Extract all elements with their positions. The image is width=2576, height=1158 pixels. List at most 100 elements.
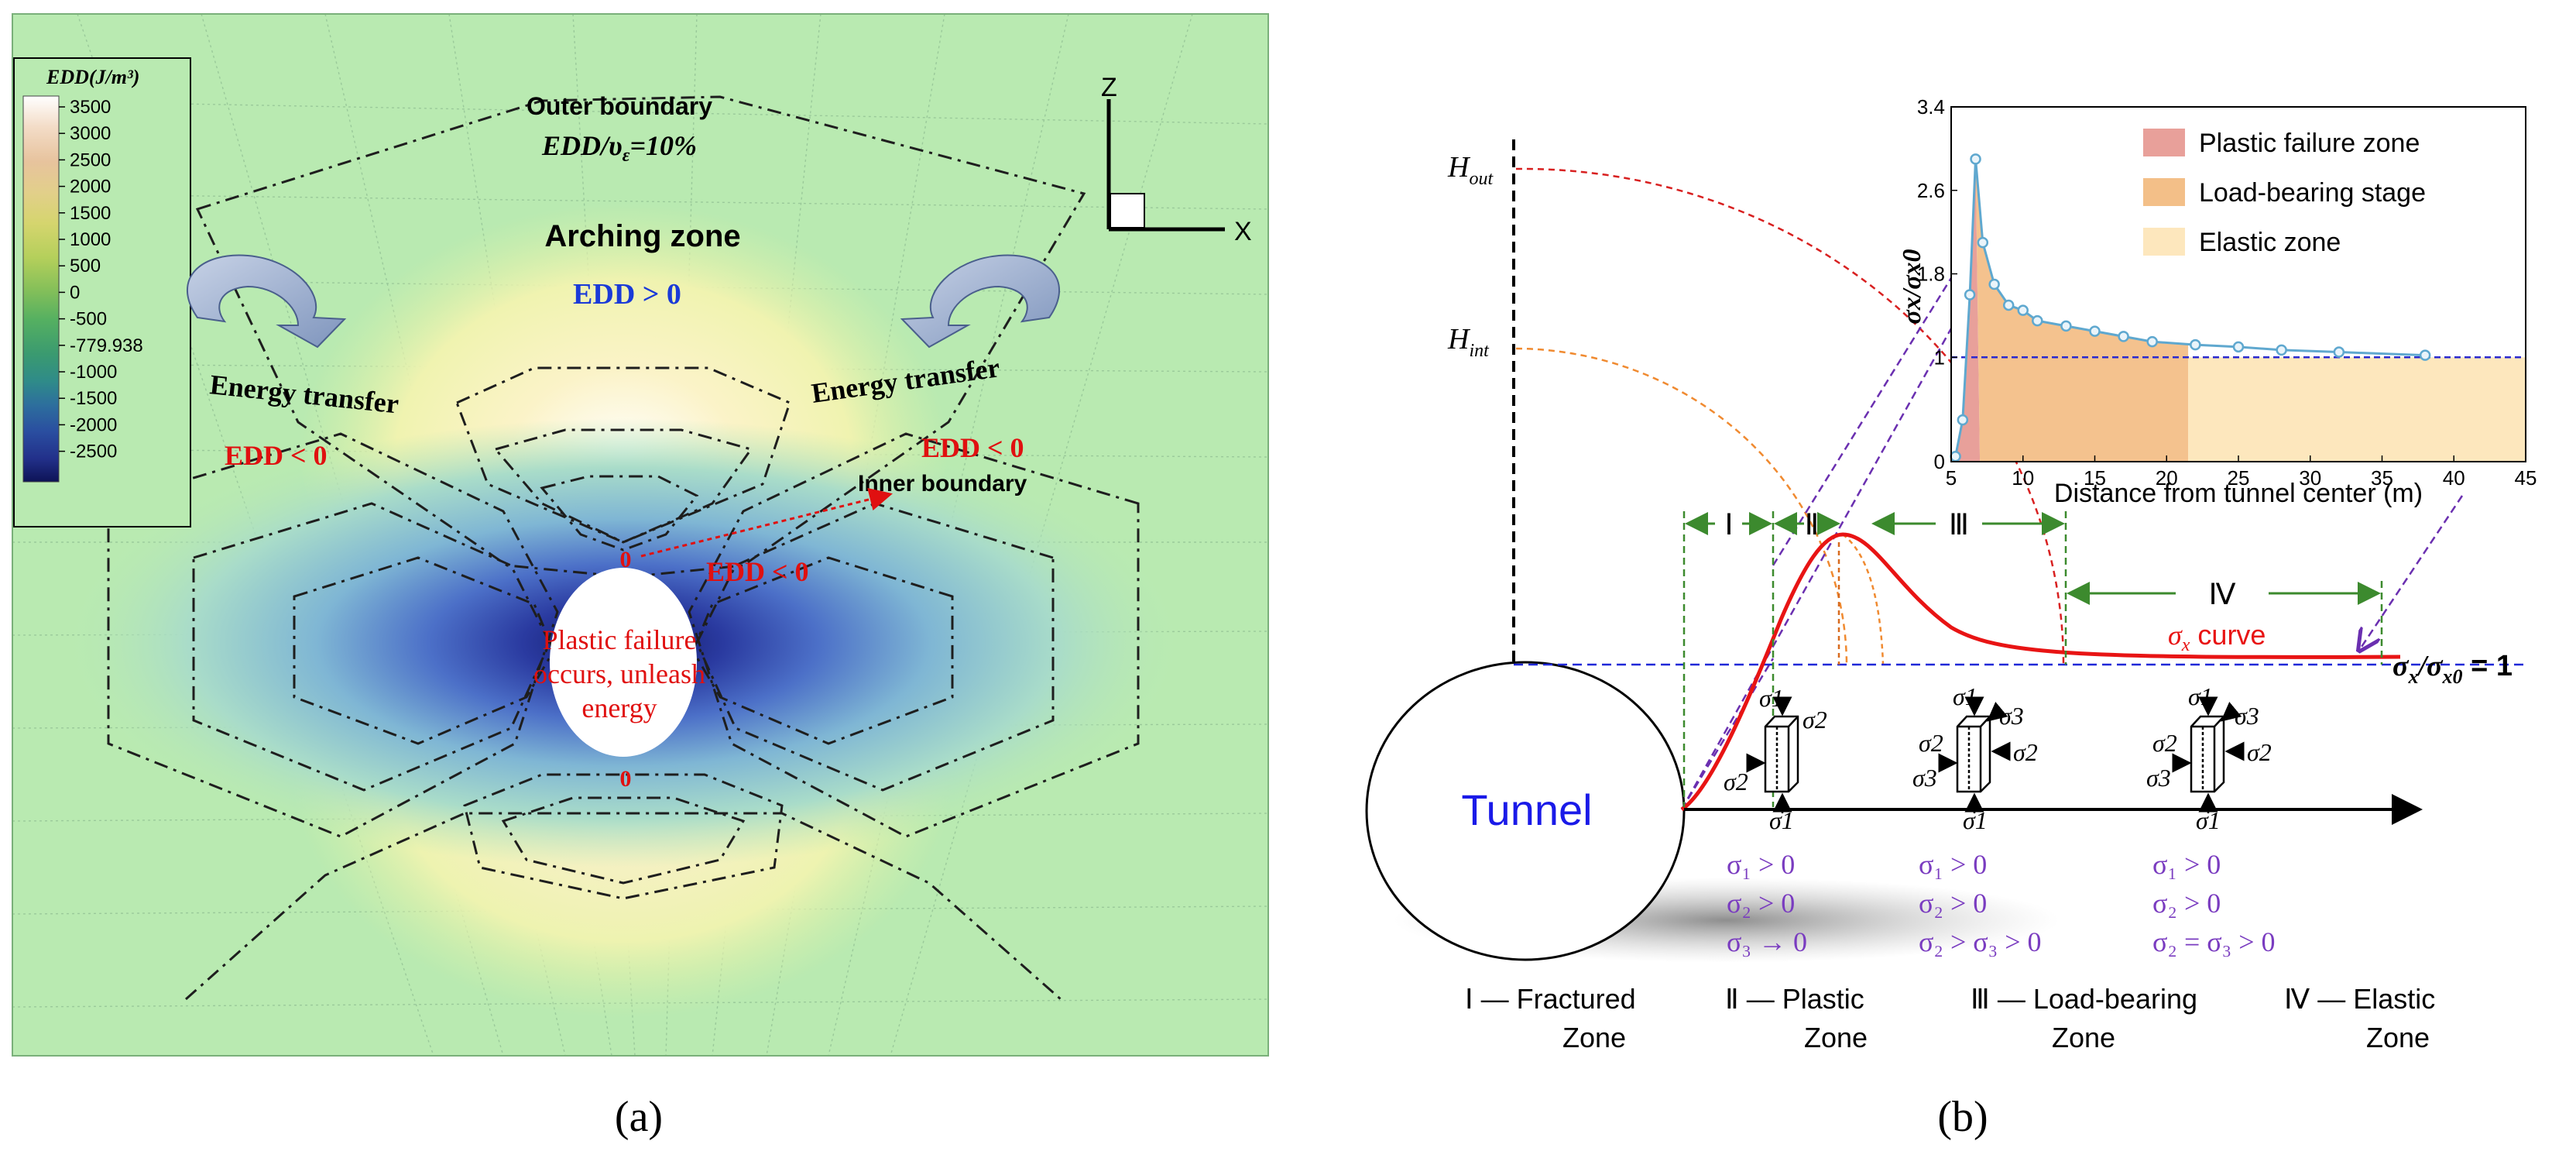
data-point	[1977, 236, 1989, 249]
svg-text:σ₁ > 0: σ₁ > 0	[1919, 849, 1987, 880]
svg-text:σ1: σ1	[1953, 682, 1977, 710]
data-point	[1950, 451, 1961, 462]
svg-text:σ2: σ2	[1724, 768, 1748, 795]
svg-text:σ₂ > 0: σ₂ > 0	[2152, 888, 2221, 919]
energy-transfer-arrow-right	[900, 254, 1060, 349]
legend-title: EDD(J/m³)	[46, 66, 139, 88]
data-point	[2190, 338, 2201, 351]
y-tick-label: 1	[1934, 345, 1945, 369]
svg-text:σ2: σ2	[2013, 738, 2038, 766]
data-point	[2146, 335, 2158, 348]
slope-line	[1680, 201, 2024, 810]
z-axis-label: Z	[1101, 73, 1117, 102]
zone-names: Ⅰ — Fractured Zone Ⅱ — Plastic Zone Ⅲ — …	[1465, 983, 2435, 1053]
panel-b-label: (b)	[1937, 1093, 1988, 1141]
h-int-label: Hint	[1447, 323, 1490, 361]
svg-text:σ3: σ3	[1999, 702, 2024, 730]
data-point	[2232, 341, 2245, 353]
contour-lines	[107, 95, 1140, 1001]
legend-tick-label: 1000	[70, 229, 111, 250]
data-point	[2419, 349, 2431, 361]
zero-contour-top: 0	[620, 547, 632, 572]
cube-labels: σ1 σ2 σ2 σ1 σ1 σ3 σ2 σ3 σ2 σ1 σ1 σ3 σ2 σ…	[1724, 682, 2272, 834]
data-point	[2276, 344, 2287, 356]
svg-text:σ3: σ3	[2235, 702, 2259, 730]
svg-text:Ⅲ — Load-bearing: Ⅲ — Load-bearing	[1971, 983, 2197, 1015]
svg-text:Ⅳ — Elastic: Ⅳ — Elastic	[2284, 983, 2435, 1015]
legend-tick-label: 2000	[70, 177, 111, 198]
panel-b: Tunnel Hout Hint σx/σx0 = 1 σx curve	[1365, 95, 2537, 1141]
zone-numeral-3: Ⅲ	[1949, 509, 1969, 541]
outer-boundary-arc	[1515, 167, 2065, 665]
edd-ratio-label: EDD/υε=10%	[541, 130, 697, 166]
series-line	[1954, 159, 2426, 457]
plastic-failure-text: Plastic failure occurs, unleash energy	[533, 624, 705, 723]
arching-zone-label: Arching zone	[544, 219, 740, 253]
stress-cube-1	[1746, 696, 1799, 813]
svg-text:σ1: σ1	[1759, 684, 1784, 712]
inset-link-arrow-right	[2360, 495, 2464, 649]
energy-transfer-arrow-left	[187, 254, 347, 349]
edd-negative-left-label: EDD < 0	[225, 440, 328, 471]
inner-boundary-arrow	[640, 487, 893, 558]
x-tick-label: 45	[2515, 466, 2537, 490]
svg-text:σ3: σ3	[1912, 764, 1937, 792]
svg-text:occurs, unleash: occurs, unleash	[533, 658, 705, 689]
legend-entry: Elastic zone	[2199, 228, 2341, 257]
x-tick-label: 25	[2228, 466, 2250, 490]
svg-text:σ₂ > 0: σ₂ > 0	[1727, 888, 1795, 919]
x-tick-label: 30	[2299, 466, 2321, 490]
legend-tick-label: -779.938	[70, 335, 143, 356]
edd-positive-label: EDD > 0	[573, 278, 681, 311]
x-tick-label: 35	[2371, 466, 2393, 490]
legend-tick-label: 1500	[70, 203, 111, 224]
data-point	[2002, 299, 2015, 311]
sigma-x-curve	[1680, 532, 2401, 812]
x-tick-label: 15	[2084, 466, 2106, 490]
zone-load-bearing	[1975, 159, 2189, 462]
legend-tick-label: -2500	[70, 442, 117, 462]
tunnel-opening	[550, 568, 697, 757]
svg-text:σ1: σ1	[1963, 806, 1988, 834]
zone-arrows	[1685, 512, 2381, 605]
x-axis-label: X	[1234, 217, 1252, 246]
svg-text:σ3: σ3	[2146, 764, 2171, 792]
zero-contour-bottom: 0	[620, 766, 632, 792]
legend-tick-label: -1000	[70, 362, 117, 383]
svg-text:Zone: Zone	[1562, 1022, 1626, 1053]
legend-swatch	[2143, 178, 2185, 206]
y-tick-label: 0	[1934, 450, 1945, 473]
inset-x-axis-label: Distance from tunnel center (m)	[2054, 479, 2423, 508]
axis-indicator: Z X	[1101, 73, 1252, 246]
color-legend: EDD(J/m³) 3500300025002000150010005000-5…	[13, 57, 191, 527]
legend-tick-label: -1500	[70, 388, 117, 409]
y-tick-label: 1.8	[1917, 263, 1945, 286]
svg-text:σ₁ > 0: σ₁ > 0	[1727, 849, 1795, 880]
data-point	[2060, 320, 2072, 332]
svg-text:Zone: Zone	[1804, 1022, 1868, 1053]
outer-boundary-label: Outer boundary	[527, 92, 712, 120]
svg-text:Zone: Zone	[2052, 1022, 2115, 1053]
legend-tick-label: 500	[70, 256, 101, 277]
data-point	[2118, 331, 2129, 342]
svg-text:σ2: σ2	[1919, 729, 1943, 757]
svg-text:σ₂ > σ₃ > 0: σ₂ > σ₃ > 0	[1919, 926, 2042, 957]
svg-text:Ⅰ — Fractured: Ⅰ — Fractured	[1465, 983, 1636, 1015]
svg-text:Ⅱ — Plastic: Ⅱ — Plastic	[1725, 983, 1864, 1015]
stress-cube-2	[1938, 696, 2011, 813]
zone-elastic	[2188, 357, 2526, 462]
svg-text:σ1: σ1	[1769, 806, 1794, 834]
inner-boundary-arc	[1515, 347, 1848, 665]
y-tick-label: 3.4	[1917, 95, 1945, 119]
ratio-equals-one-label: σx/σx0 = 1	[2392, 650, 2513, 688]
svg-text:σ2: σ2	[2247, 738, 2272, 766]
svg-text:σ1: σ1	[2188, 682, 2213, 710]
data-point	[2032, 314, 2043, 327]
legend-tick-label: 3000	[70, 123, 111, 144]
svg-text:σ₂ > 0: σ₂ > 0	[1919, 888, 1987, 919]
zone-numeral-1: Ⅰ	[1724, 509, 1733, 541]
svg-text:σ₁ > 0: σ₁ > 0	[2152, 849, 2221, 880]
tunnel-label: Tunnel	[1461, 785, 1592, 834]
svg-text:σ1: σ1	[2196, 806, 2221, 834]
sigma-curve-label: σx curve	[2168, 619, 2266, 655]
